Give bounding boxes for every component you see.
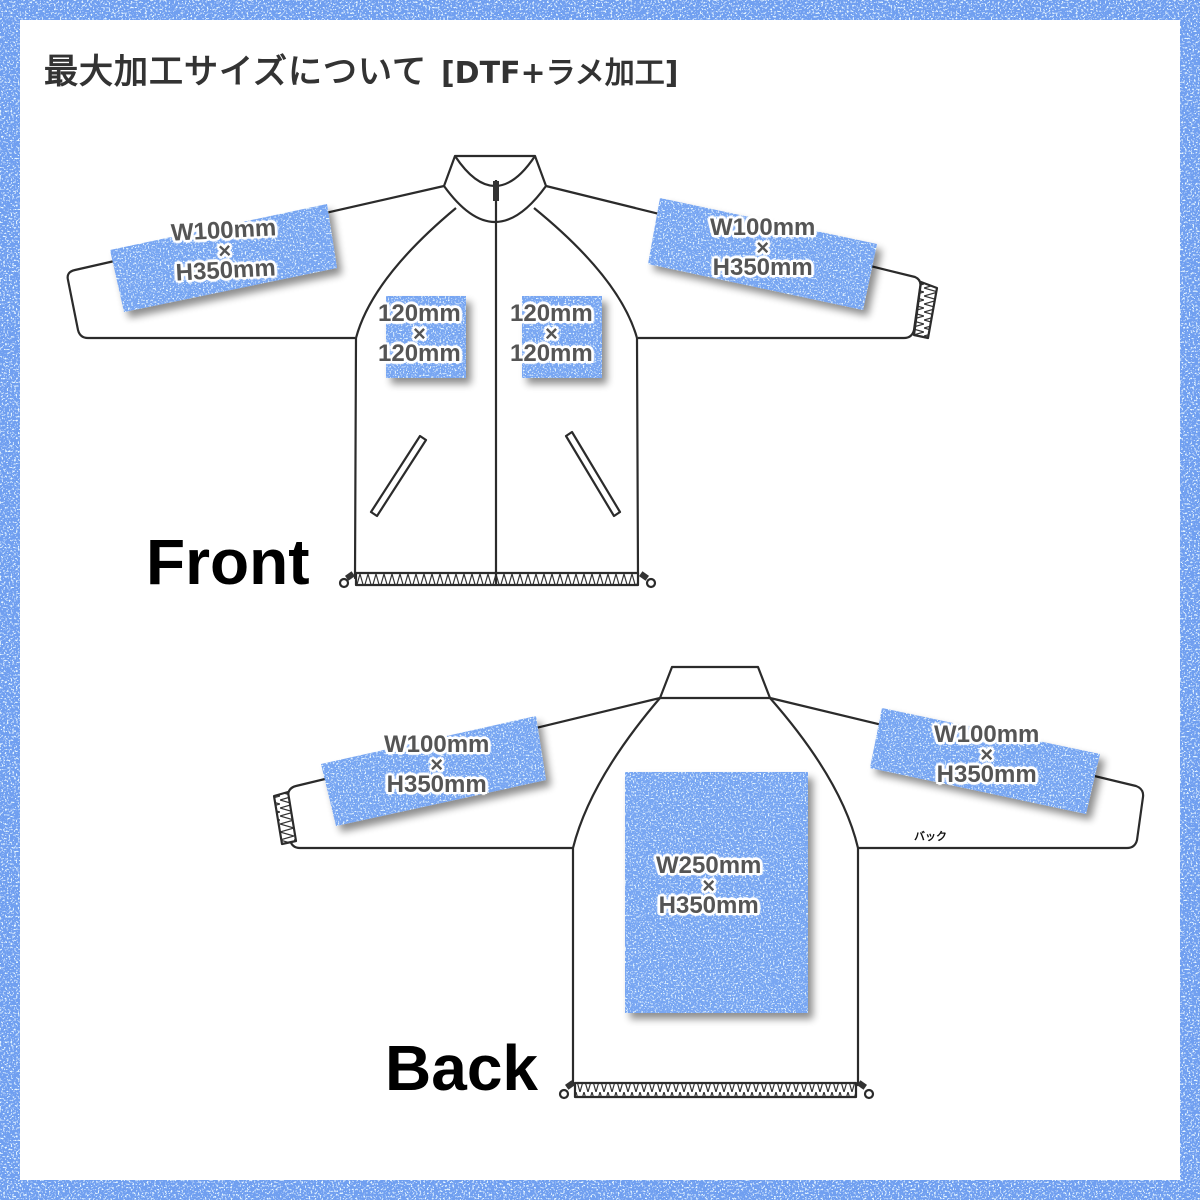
back-left-sleeve-size: W100mm × H350mm: [384, 731, 490, 798]
title-tag: [DTF+ラメ加工]: [440, 56, 679, 91]
size-width: W250mm: [656, 852, 762, 879]
front-left-chest-size: 120mm × 120mm: [378, 300, 461, 367]
front-right-chest-size: 120mm × 120mm: [510, 300, 593, 367]
size-height: H350mm: [712, 254, 813, 281]
size-width: W100mm: [934, 721, 1040, 748]
front-right-sleeve-size: W100mm × H350mm: [710, 214, 816, 281]
times-sign: ×: [980, 742, 994, 767]
back-note: バック: [914, 830, 947, 843]
front-left-sleeve-size: W100mm × H350mm: [170, 214, 278, 287]
times-sign: ×: [412, 321, 426, 346]
size-height: H350mm: [386, 771, 487, 798]
times-sign: ×: [544, 321, 558, 346]
size-height: H350mm: [175, 254, 277, 287]
title-text: 最大加工サイズについて: [44, 52, 427, 92]
times-sign: ×: [756, 235, 770, 260]
front-left-chest-print-area: [386, 296, 466, 378]
front-right-chest-print-area: [522, 296, 602, 378]
times-sign: ×: [430, 752, 444, 777]
size-height: H350mm: [936, 761, 1037, 788]
size-width: W100mm: [384, 731, 490, 758]
page-title: 最大加工サイズについて [DTF+ラメ加工]: [44, 44, 679, 93]
back-center-print-area: [625, 772, 808, 1013]
front-left-sleeve-print-area: [110, 204, 337, 312]
back-left-sleeve-print-area: [321, 716, 546, 826]
back-right-sleeve-print-area: [870, 708, 1100, 814]
back-right-sleeve-size: W100mm × H350mm: [934, 721, 1040, 788]
front-view-label: Front: [146, 526, 310, 598]
back-center-size: W250mm × H350mm: [656, 852, 762, 919]
size-height: 120mm: [510, 340, 593, 367]
times-sign: ×: [702, 873, 716, 898]
size-height: H350mm: [658, 892, 759, 919]
size-height: 120mm: [378, 340, 461, 367]
front-right-sleeve-print-area: [648, 198, 877, 310]
back-view-label: Back: [385, 1032, 538, 1104]
size-width: 120mm: [378, 300, 461, 327]
size-width: 120mm: [510, 300, 593, 327]
size-width: W100mm: [710, 214, 816, 241]
